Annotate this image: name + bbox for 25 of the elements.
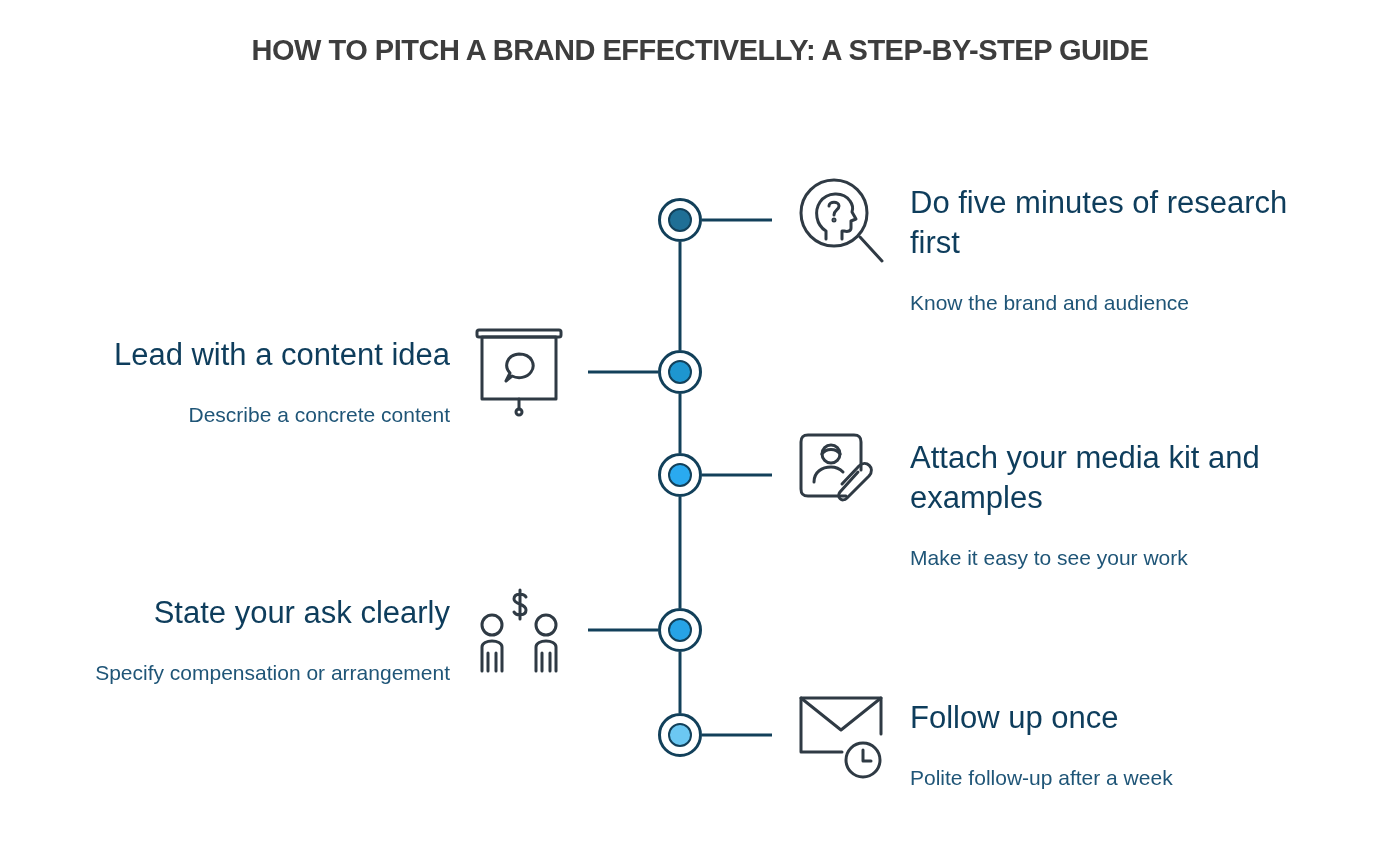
title: HOW TO PITCH A BRAND EFFECTIVELLY: A STEP-BY-STEP GUIDE — [250, 34, 1150, 67]
timeline-marker — [658, 453, 702, 497]
connector-line — [678, 652, 682, 713]
step-heading: Lead with a content idea — [113, 336, 450, 374]
connector-line — [678, 242, 682, 350]
connector-line — [702, 473, 772, 477]
connector-line — [678, 394, 682, 453]
timeline-marker — [658, 350, 702, 394]
step-heading: State your ask clearly — [153, 594, 450, 632]
connector-line — [588, 628, 658, 632]
step-description: Describe a concrete content — [188, 402, 450, 428]
timeline-marker — [658, 608, 702, 652]
step-description: Polite follow-up after a week — [910, 765, 1173, 791]
connector-line — [678, 497, 682, 608]
step-heading: Attach your media kit and examples — [910, 439, 1261, 517]
step-heading: Follow up once — [910, 699, 1120, 737]
connector-line — [702, 733, 772, 737]
step-description: Know the brand and audience — [910, 290, 1190, 316]
connector-line — [588, 370, 658, 374]
timeline-marker — [658, 198, 702, 242]
connector-line — [702, 218, 772, 222]
step-description: Specify compensation or arrangement — [95, 660, 450, 686]
step-heading: Do five minutes of research first — [910, 184, 1289, 262]
step-description: Make it easy to see your work — [910, 545, 1188, 571]
timeline-marker — [658, 713, 702, 757]
